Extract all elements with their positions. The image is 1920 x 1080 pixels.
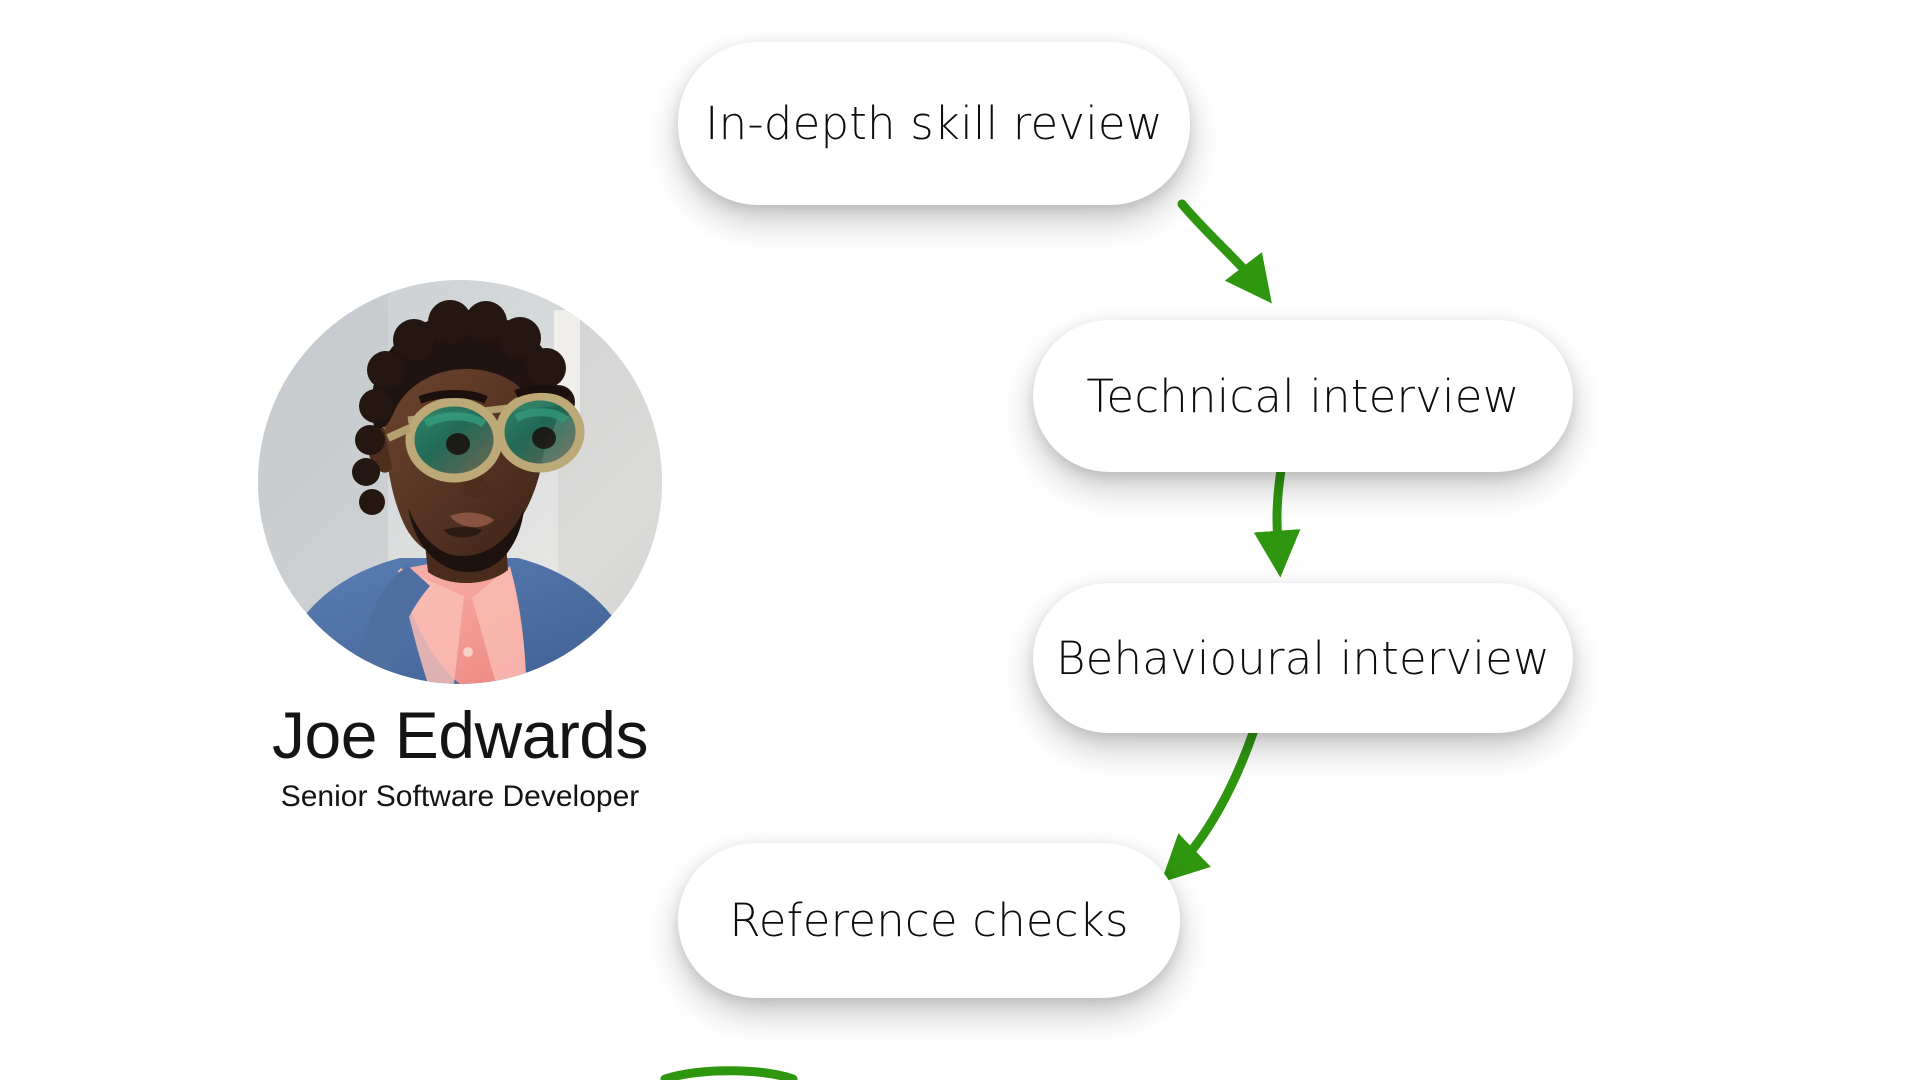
- avatar: [258, 280, 662, 684]
- stage-card-label: In-depth skill review: [705, 97, 1163, 150]
- connector-arrow-2: [1253, 465, 1301, 578]
- avatar-portrait-image: [258, 280, 662, 684]
- stage-card-behavioural-interview[interactable]: Behavioural interview: [1033, 583, 1573, 733]
- stage-card-label: Technical interview: [1086, 369, 1520, 423]
- stage-card-in-depth-skill-review[interactable]: In-depth skill review: [678, 42, 1190, 205]
- candidate-role: Senior Software Developer: [280, 780, 640, 813]
- stage-card-technical-interview[interactable]: Technical interview: [1033, 320, 1573, 472]
- candidate-profile: Joe Edwards Senior Software Developer: [150, 280, 770, 812]
- connector-arrow-3: [1160, 728, 1258, 883]
- candidate-name: Joe Edwards: [271, 698, 649, 772]
- stage-card-label: Behavioural interview: [1056, 631, 1550, 685]
- stage-card-label: Reference checks: [729, 894, 1129, 947]
- stage-card-reference-checks[interactable]: Reference checks: [678, 843, 1180, 998]
- connector-arrow-4-partial: [660, 1066, 798, 1080]
- connector-arrow-1: [1177, 199, 1272, 304]
